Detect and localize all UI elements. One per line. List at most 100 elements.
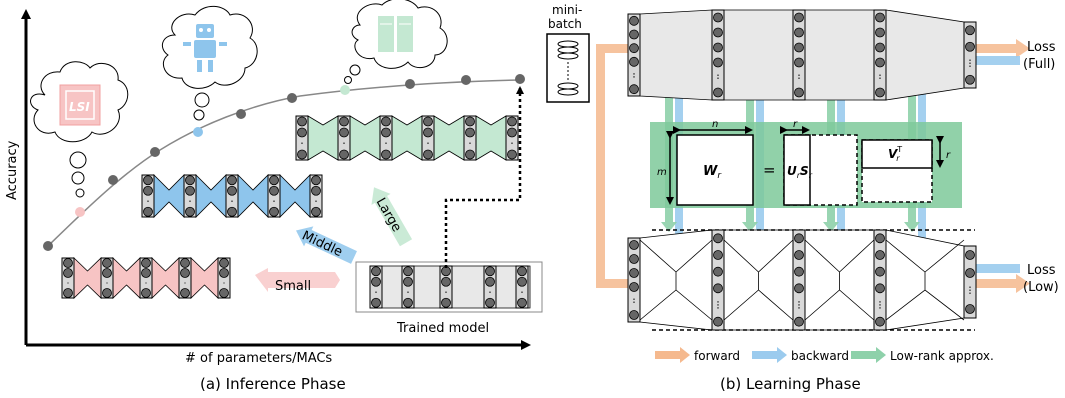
neuron <box>794 27 804 38</box>
neuron <box>713 12 723 23</box>
matrix-m-label: m <box>657 167 667 178</box>
neuron-layer <box>873 9 887 101</box>
matrix-us-label: UrSr <box>787 164 813 180</box>
arrow-large-label: Large <box>373 196 404 235</box>
minibatch-label-1: mini- <box>552 3 582 17</box>
neuron <box>713 27 723 38</box>
neuron <box>441 276 451 287</box>
neuron <box>517 266 527 277</box>
neuron <box>507 149 517 160</box>
neuron <box>381 116 391 127</box>
neuron-layer <box>178 257 192 299</box>
neuron <box>371 276 381 287</box>
neuron <box>517 276 527 287</box>
matrix-r-top-label: r <box>793 119 798 130</box>
neuron <box>339 127 349 138</box>
neuron <box>713 87 723 98</box>
neuron <box>965 74 975 85</box>
neuron <box>713 316 723 327</box>
curve-point <box>236 109 246 119</box>
neuron <box>180 268 190 278</box>
learning-panel: mini- batch <box>546 3 1059 393</box>
robot-thought-bubble <box>161 5 258 121</box>
neuron <box>629 254 639 264</box>
layer-connector <box>349 115 381 161</box>
neuron <box>269 185 279 196</box>
neuron <box>441 297 451 308</box>
arrow-middle: Middle <box>295 226 357 264</box>
neuron-layer <box>627 13 641 97</box>
arrow-small-label: Small <box>275 279 311 294</box>
neuron <box>269 175 279 186</box>
neuron-layer <box>439 265 453 309</box>
loss-full-line2: (Full) <box>1023 57 1055 72</box>
neuron <box>297 116 307 127</box>
neuron <box>371 297 381 308</box>
neuron-layer <box>267 174 281 218</box>
neuron <box>794 233 804 244</box>
neuron <box>713 57 723 68</box>
large-network <box>295 115 519 161</box>
trained-to-curve-arrow <box>444 86 524 268</box>
neuron <box>371 266 381 277</box>
neuron <box>794 12 804 23</box>
neuron <box>423 116 433 127</box>
neuron <box>629 56 639 67</box>
legend-forward: forward <box>694 349 740 363</box>
neuron <box>794 250 804 260</box>
neuron-layer <box>100 257 114 299</box>
neuron-layer <box>183 174 197 218</box>
layer-connector <box>153 174 185 218</box>
curve-point <box>43 241 53 251</box>
neuron <box>219 268 229 278</box>
neuron <box>965 25 975 36</box>
neuron <box>143 185 153 196</box>
neuron <box>485 266 495 277</box>
neuron-layer <box>141 174 155 218</box>
neuron <box>339 149 349 160</box>
neuron <box>423 127 433 138</box>
neuron <box>875 42 885 53</box>
neuron <box>185 206 195 217</box>
loss-full-line1: Loss <box>1027 40 1056 55</box>
neuron <box>141 258 151 268</box>
neuron <box>794 266 804 277</box>
neuron <box>629 84 639 95</box>
chip-label: LSI <box>69 100 90 114</box>
legend-backward: backward <box>791 349 849 363</box>
lsi-chip-icon: LSI <box>59 84 101 126</box>
neuron-layer <box>515 265 529 309</box>
neuron <box>875 316 885 327</box>
neuron <box>875 12 885 23</box>
layer-connector <box>391 115 423 161</box>
layer-connector <box>73 257 102 299</box>
layer-connector <box>279 174 311 218</box>
matrix-r-side-label: r <box>946 150 951 161</box>
neuron-layer <box>463 115 477 161</box>
curve-point <box>461 75 471 85</box>
neuron-layer <box>369 265 383 309</box>
curve-point <box>193 127 203 137</box>
learning-caption: (b) Learning Phase <box>720 375 861 393</box>
neuron-layer <box>401 265 415 309</box>
neuron <box>311 175 321 186</box>
neuron <box>141 268 151 278</box>
neuron <box>629 240 639 250</box>
minibatch-icon <box>546 33 590 103</box>
arrow-small: Small <box>255 268 340 294</box>
lsi-thought-bubble: LSI <box>30 61 129 198</box>
neuron-layer <box>792 9 806 101</box>
neuron <box>227 185 237 196</box>
neuron-layer <box>711 9 725 101</box>
neuron-layer <box>225 174 239 218</box>
neuron <box>875 283 885 294</box>
layer-connector <box>475 115 507 161</box>
curve-point <box>405 79 415 89</box>
neuron <box>965 304 975 314</box>
neuron <box>794 87 804 98</box>
neuron <box>185 175 195 186</box>
layer-connector <box>195 174 227 218</box>
curve-points <box>43 74 525 251</box>
neuron-layer <box>337 115 351 161</box>
